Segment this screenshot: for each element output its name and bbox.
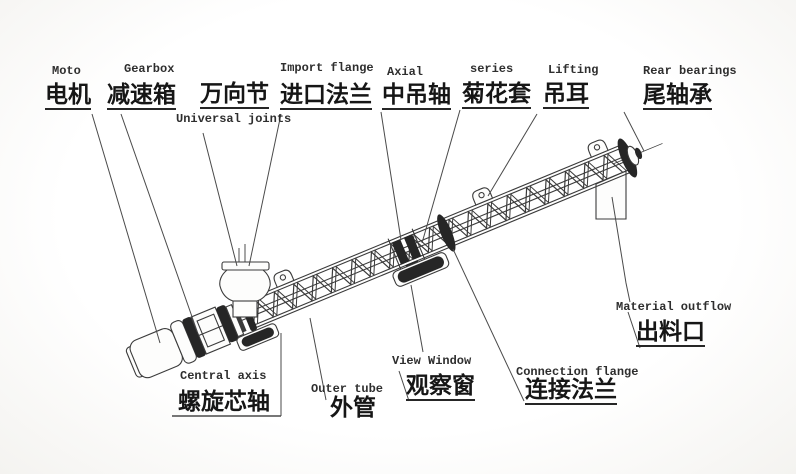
leader-rear-bearings <box>623 111 645 152</box>
label-rear-bearings-zh: 尾轴承 <box>643 82 712 111</box>
label-connection-flange-en: Connection flange <box>516 365 639 379</box>
label-axial-en: Axial <box>387 65 424 79</box>
view-window <box>392 252 450 287</box>
bottom-hatch <box>236 323 280 351</box>
connection-flange-ring <box>437 214 456 252</box>
label-outer-tube-en: Outer tube <box>311 382 384 396</box>
label-material-outflow-zh: 出料口 <box>636 319 705 348</box>
leader-material-outflow <box>611 196 631 303</box>
leader-import-flange <box>248 113 282 267</box>
lifting-lug-1 <box>273 269 295 289</box>
inlet-universal-joint <box>219 244 271 318</box>
leader-gearbox <box>120 113 198 332</box>
label-view-window-en: View Window <box>392 354 472 368</box>
tick-material-outflow <box>627 311 641 349</box>
label-central-axis-zh: 螺旋芯轴 <box>178 389 270 414</box>
leader-lifting <box>487 113 538 197</box>
leader-view-window <box>410 284 424 353</box>
label-connection-flange-zh: 连接法兰 <box>525 377 617 406</box>
label-moto-zh: 电机 <box>45 82 91 111</box>
label-axial-zh: 中吊轴 <box>382 82 451 111</box>
motor <box>125 328 183 379</box>
label-import-flange-en: Import flange <box>280 61 374 75</box>
label-lifting-en: Lifting <box>548 63 599 77</box>
leader-series <box>421 109 461 244</box>
leader-universal-joint <box>202 132 238 267</box>
label-moto-en: Moto <box>52 64 81 78</box>
label-series-en: series <box>470 62 514 76</box>
label-view-window-zh: 观察窗 <box>406 373 475 402</box>
label-series-zh: 菊花套 <box>462 81 531 110</box>
screw-flights <box>253 154 623 325</box>
label-gearbox-zh: 减速箱 <box>107 82 176 111</box>
label-universal-joint-en: Universal joints <box>176 112 292 126</box>
lifting-lug-2 <box>472 187 494 206</box>
leader-outer-tube <box>309 317 327 401</box>
leader-connection-flange <box>452 248 525 402</box>
label-universal-joint-zh: 万向节 <box>200 81 269 110</box>
leader-axial <box>380 111 402 241</box>
label-rear-bearings-en: Rear bearings <box>643 64 737 78</box>
label-central-axis-en: Central axis <box>180 369 267 383</box>
label-outer-tube-zh: 外管 <box>330 395 376 420</box>
gearbox-body <box>170 298 257 364</box>
leader-moto <box>91 113 161 344</box>
label-gearbox-en: Gearbox <box>124 62 175 76</box>
label-import-flange-zh: 进口法兰 <box>280 82 372 111</box>
rear-bearing <box>613 138 663 178</box>
tick-view-window <box>398 370 410 402</box>
label-lifting-zh: 吊耳 <box>543 81 589 110</box>
label-material-outflow-en: Material outflow <box>616 300 732 314</box>
lifting-lug-3 <box>587 139 609 158</box>
